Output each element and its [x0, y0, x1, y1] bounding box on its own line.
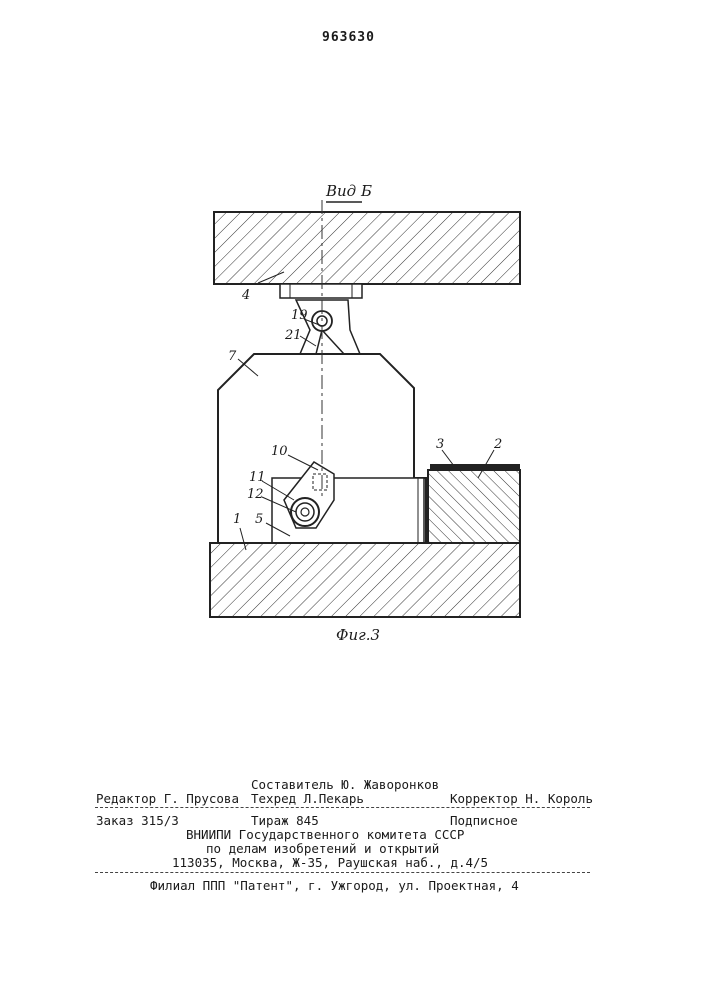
- divider-top: [95, 807, 590, 808]
- label-1: 1: [233, 512, 241, 527]
- figure-label: Фиг.3: [336, 626, 380, 644]
- technical-drawing: Вид Б 4 19 21 7 10 11 12 5 1 3 2 Фи: [0, 0, 707, 700]
- label-12: 12: [247, 487, 264, 502]
- divider-bottom: [95, 872, 590, 873]
- compiler: Составитель Ю. Жаворонков: [251, 777, 439, 792]
- circulation: Тираж 845: [251, 813, 319, 828]
- label-5: 5: [255, 512, 263, 527]
- label-3: 3: [436, 437, 444, 452]
- label-21: 21: [284, 328, 302, 343]
- label-11: 11: [249, 470, 266, 485]
- top-plate: [214, 212, 520, 284]
- bracket: [280, 284, 362, 298]
- subscription: Подписное: [450, 813, 518, 828]
- view-label: Вид Б: [325, 182, 372, 200]
- branch: Филиал ППП "Патент", г. Ужгород, ул. Про…: [150, 878, 519, 893]
- label-2: 2: [493, 437, 502, 452]
- label-4: 4: [241, 288, 250, 303]
- label-19: 19: [291, 308, 308, 323]
- org-line2: по делам изобретений и открытий: [206, 841, 439, 856]
- strip-3: [430, 464, 520, 470]
- corrector: Корректор Н. Король: [450, 791, 593, 806]
- base-plate-1: [210, 543, 520, 617]
- editor: Редактор Г. Прусова: [96, 791, 239, 806]
- order: Заказ 315/3: [96, 813, 179, 828]
- techred: Техред Л.Пекарь: [251, 791, 364, 806]
- label-7: 7: [228, 349, 237, 364]
- address: 113035, Москва, Ж-35, Раушская наб., д.4…: [172, 855, 488, 870]
- org-line1: ВНИИПИ Государственного комитета СССР: [186, 827, 464, 842]
- label-10: 10: [271, 444, 288, 459]
- block-2: [428, 470, 520, 543]
